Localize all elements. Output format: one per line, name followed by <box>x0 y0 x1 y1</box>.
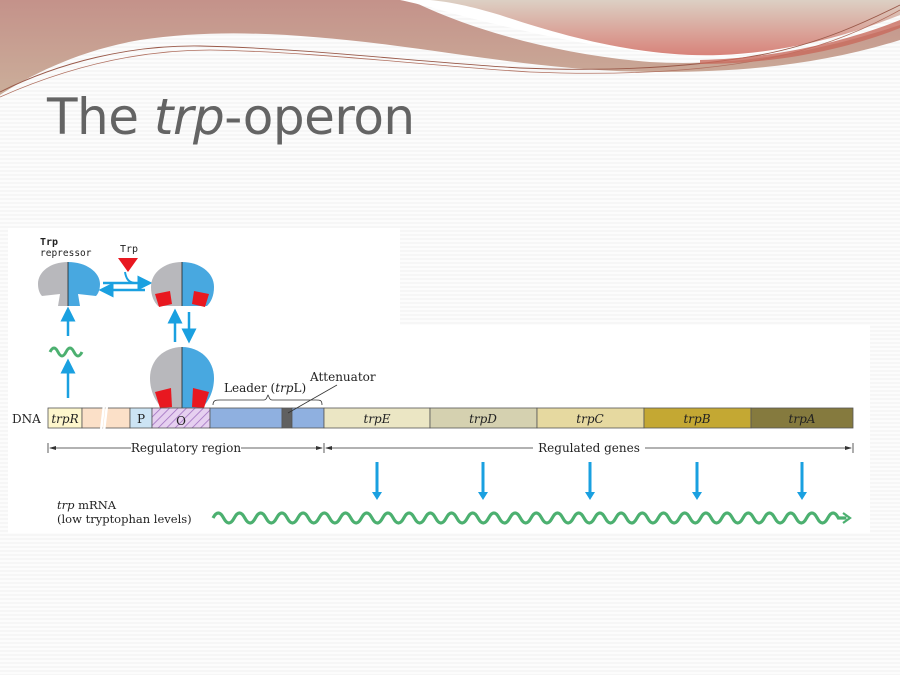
segment-leader[interactable] <box>209 407 283 429</box>
trpR-mrna-icon <box>48 346 84 358</box>
label-promoter: P <box>137 412 145 426</box>
mrna-condition-label: (low tryptophan levels) <box>57 512 192 526</box>
operator-bound-repressor-icon <box>150 347 214 412</box>
regulatory-arrowhead-left <box>49 446 56 450</box>
active-repressor-icon <box>151 262 214 307</box>
label-trpC: trpC <box>576 412 603 426</box>
label-trpR: trpR <box>51 412 78 426</box>
trp-ligand-label: Trp <box>120 244 138 255</box>
leader-label: Leader (trpL) <box>224 381 306 395</box>
segment-leader-2 <box>291 407 325 429</box>
genes-arrowhead-right <box>845 446 852 450</box>
regulated-genes-label: Regulated genes <box>538 441 640 455</box>
label-operator: O <box>176 414 186 428</box>
dna-bar <box>47 404 854 432</box>
figure-panel-main <box>8 325 870 533</box>
label-trpE: trpE <box>364 412 391 426</box>
mrna-label: trp mRNA <box>57 498 117 512</box>
regulatory-region-label: Regulatory region <box>131 441 241 455</box>
mrna-arrowhead-icon <box>842 512 852 524</box>
title-italic: trp <box>153 88 225 146</box>
attenuator-pointer <box>287 384 338 414</box>
label-trpD: trpD <box>469 412 497 426</box>
label-trpB: trpB <box>683 412 710 426</box>
repressor-label-line1: Trp <box>40 237 58 248</box>
dna-label: DNA <box>12 412 41 426</box>
title-suffix: -operon <box>224 88 415 146</box>
regulatory-arrowhead-right <box>316 446 323 450</box>
transcription-arrows <box>372 462 807 500</box>
dna-break-icon <box>99 404 109 432</box>
title-prefix: The <box>47 88 154 146</box>
label-trpA: trpA <box>789 412 816 426</box>
trp-mrna-wave <box>211 511 847 525</box>
ligand-binding-curve <box>124 271 135 284</box>
trp-ligand-icon <box>118 258 138 272</box>
segment-attenuator[interactable] <box>281 407 293 429</box>
repressor-label-line2: repressor <box>40 248 92 259</box>
slide-title: The trp-operon <box>47 88 415 146</box>
leader-brace <box>212 394 323 406</box>
segment-trpA[interactable] <box>750 407 854 429</box>
attenuator-label: Attenuator <box>309 370 376 384</box>
decorative-wave-header <box>0 0 900 98</box>
inactive-repressor-icon <box>38 262 100 306</box>
